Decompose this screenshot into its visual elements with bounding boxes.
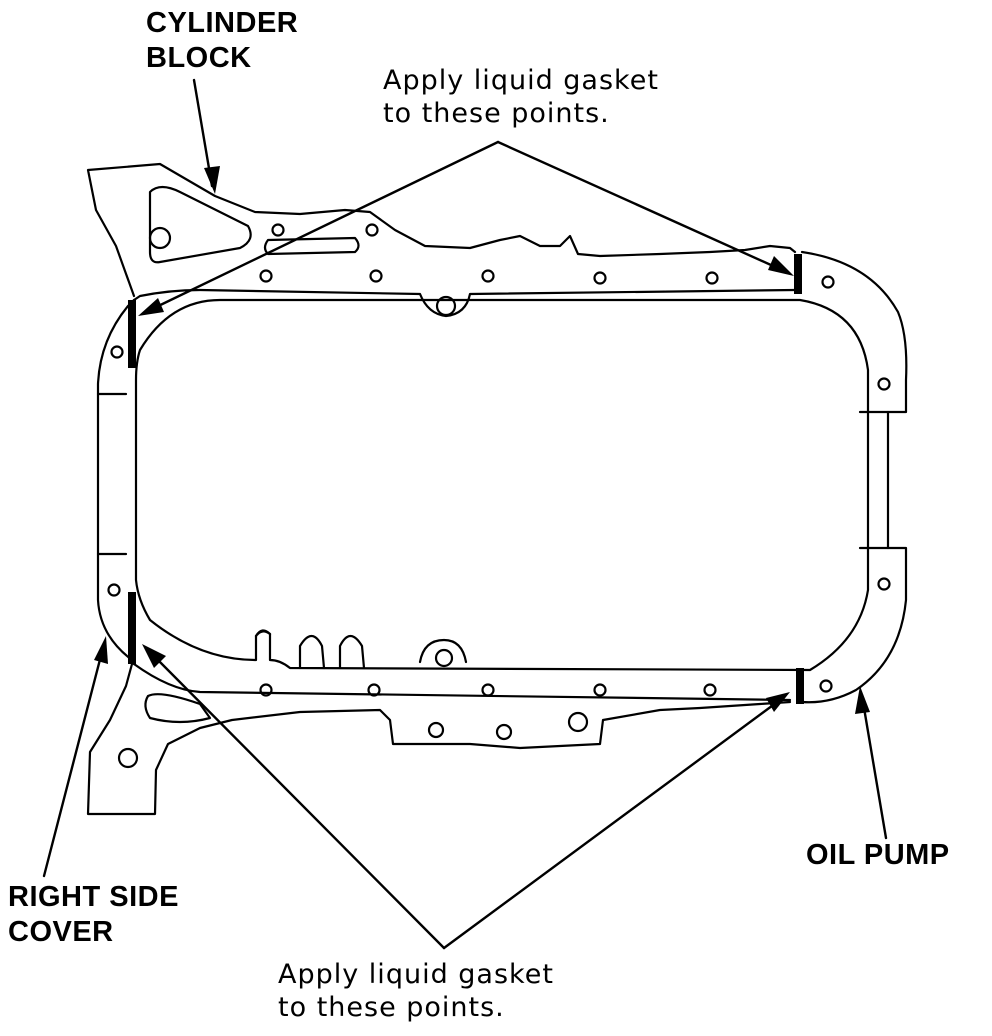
- cylinder-block-slot: [148, 185, 252, 264]
- arrowhead-right-side-cover: [94, 636, 108, 664]
- gasket-point-bottom-left: [128, 592, 136, 664]
- label-gasket-note-top-line2: to these points.: [383, 98, 610, 129]
- label-right-side-cover: RIGHT SIDE COVER: [8, 880, 179, 950]
- label-gasket-note-bottom-line2: to these points.: [278, 992, 505, 1023]
- bracket-slot-2: [263, 236, 360, 256]
- lower-bracket-hole: [117, 747, 139, 769]
- label-right-side-cover-line2: COVER: [8, 916, 114, 948]
- label-oil-pump: OIL PUMP: [806, 839, 950, 871]
- gasket-right-rib: [858, 410, 890, 550]
- leader-gasket-top-right: [496, 140, 784, 272]
- label-gasket-note-bottom: Apply liquid gasket to these points.: [278, 958, 554, 1024]
- label-gasket-note-top: Apply liquid gasket to these points.: [383, 64, 659, 130]
- label-cylinder-block-line1: CYLINDER: [146, 7, 299, 39]
- cylinder-block-lower-bracket: [86, 662, 792, 816]
- label-gasket-note-bottom-line1: Apply liquid gasket: [278, 959, 554, 990]
- arrowhead-oil-pump: [855, 686, 870, 714]
- leader-gasket-bottom-right: [442, 698, 782, 950]
- lower-bracket-slot: [144, 693, 212, 724]
- oil-pump-outline: [800, 250, 908, 704]
- label-gasket-note-top-line1: Apply liquid gasket: [383, 65, 659, 96]
- label-cylinder-block-line2: BLOCK: [146, 42, 252, 74]
- gasket-point-top-right: [794, 254, 802, 294]
- leader-gasket-top-left: [148, 140, 500, 312]
- leader-right-side-cover: [42, 642, 106, 878]
- arrowhead-gasket-bottom-right: [766, 692, 790, 712]
- arrowhead-gasket-top-left: [138, 298, 164, 316]
- gasket-left-rib: [96, 392, 128, 556]
- arrowhead-gasket-bottom-left: [142, 644, 166, 668]
- leader-oil-pump: [860, 694, 888, 840]
- gasket-bottom-scallops: [254, 630, 468, 670]
- gasket-point-bottom-right: [796, 668, 804, 704]
- bracket-hole: [148, 226, 172, 250]
- gasket-outer-edge: [96, 298, 136, 666]
- gasket-point-top-left: [128, 300, 136, 368]
- arrowhead-cylinder-block: [204, 166, 220, 194]
- gasket-inner-opening: [134, 298, 870, 672]
- leader-gasket-bottom-left: [148, 650, 446, 950]
- bolt-holes: [107, 223, 891, 741]
- cylinder-block-upper-bracket: [86, 162, 797, 298]
- arrowhead-gasket-top-right: [768, 256, 794, 276]
- label-cylinder-block: CYLINDER BLOCK: [146, 6, 298, 76]
- gasket-top-edge: [132, 288, 797, 318]
- label-right-side-cover-line1: RIGHT SIDE: [8, 881, 179, 913]
- gasket-application-points: [128, 254, 804, 704]
- gasket-bottom-edge: [132, 662, 792, 702]
